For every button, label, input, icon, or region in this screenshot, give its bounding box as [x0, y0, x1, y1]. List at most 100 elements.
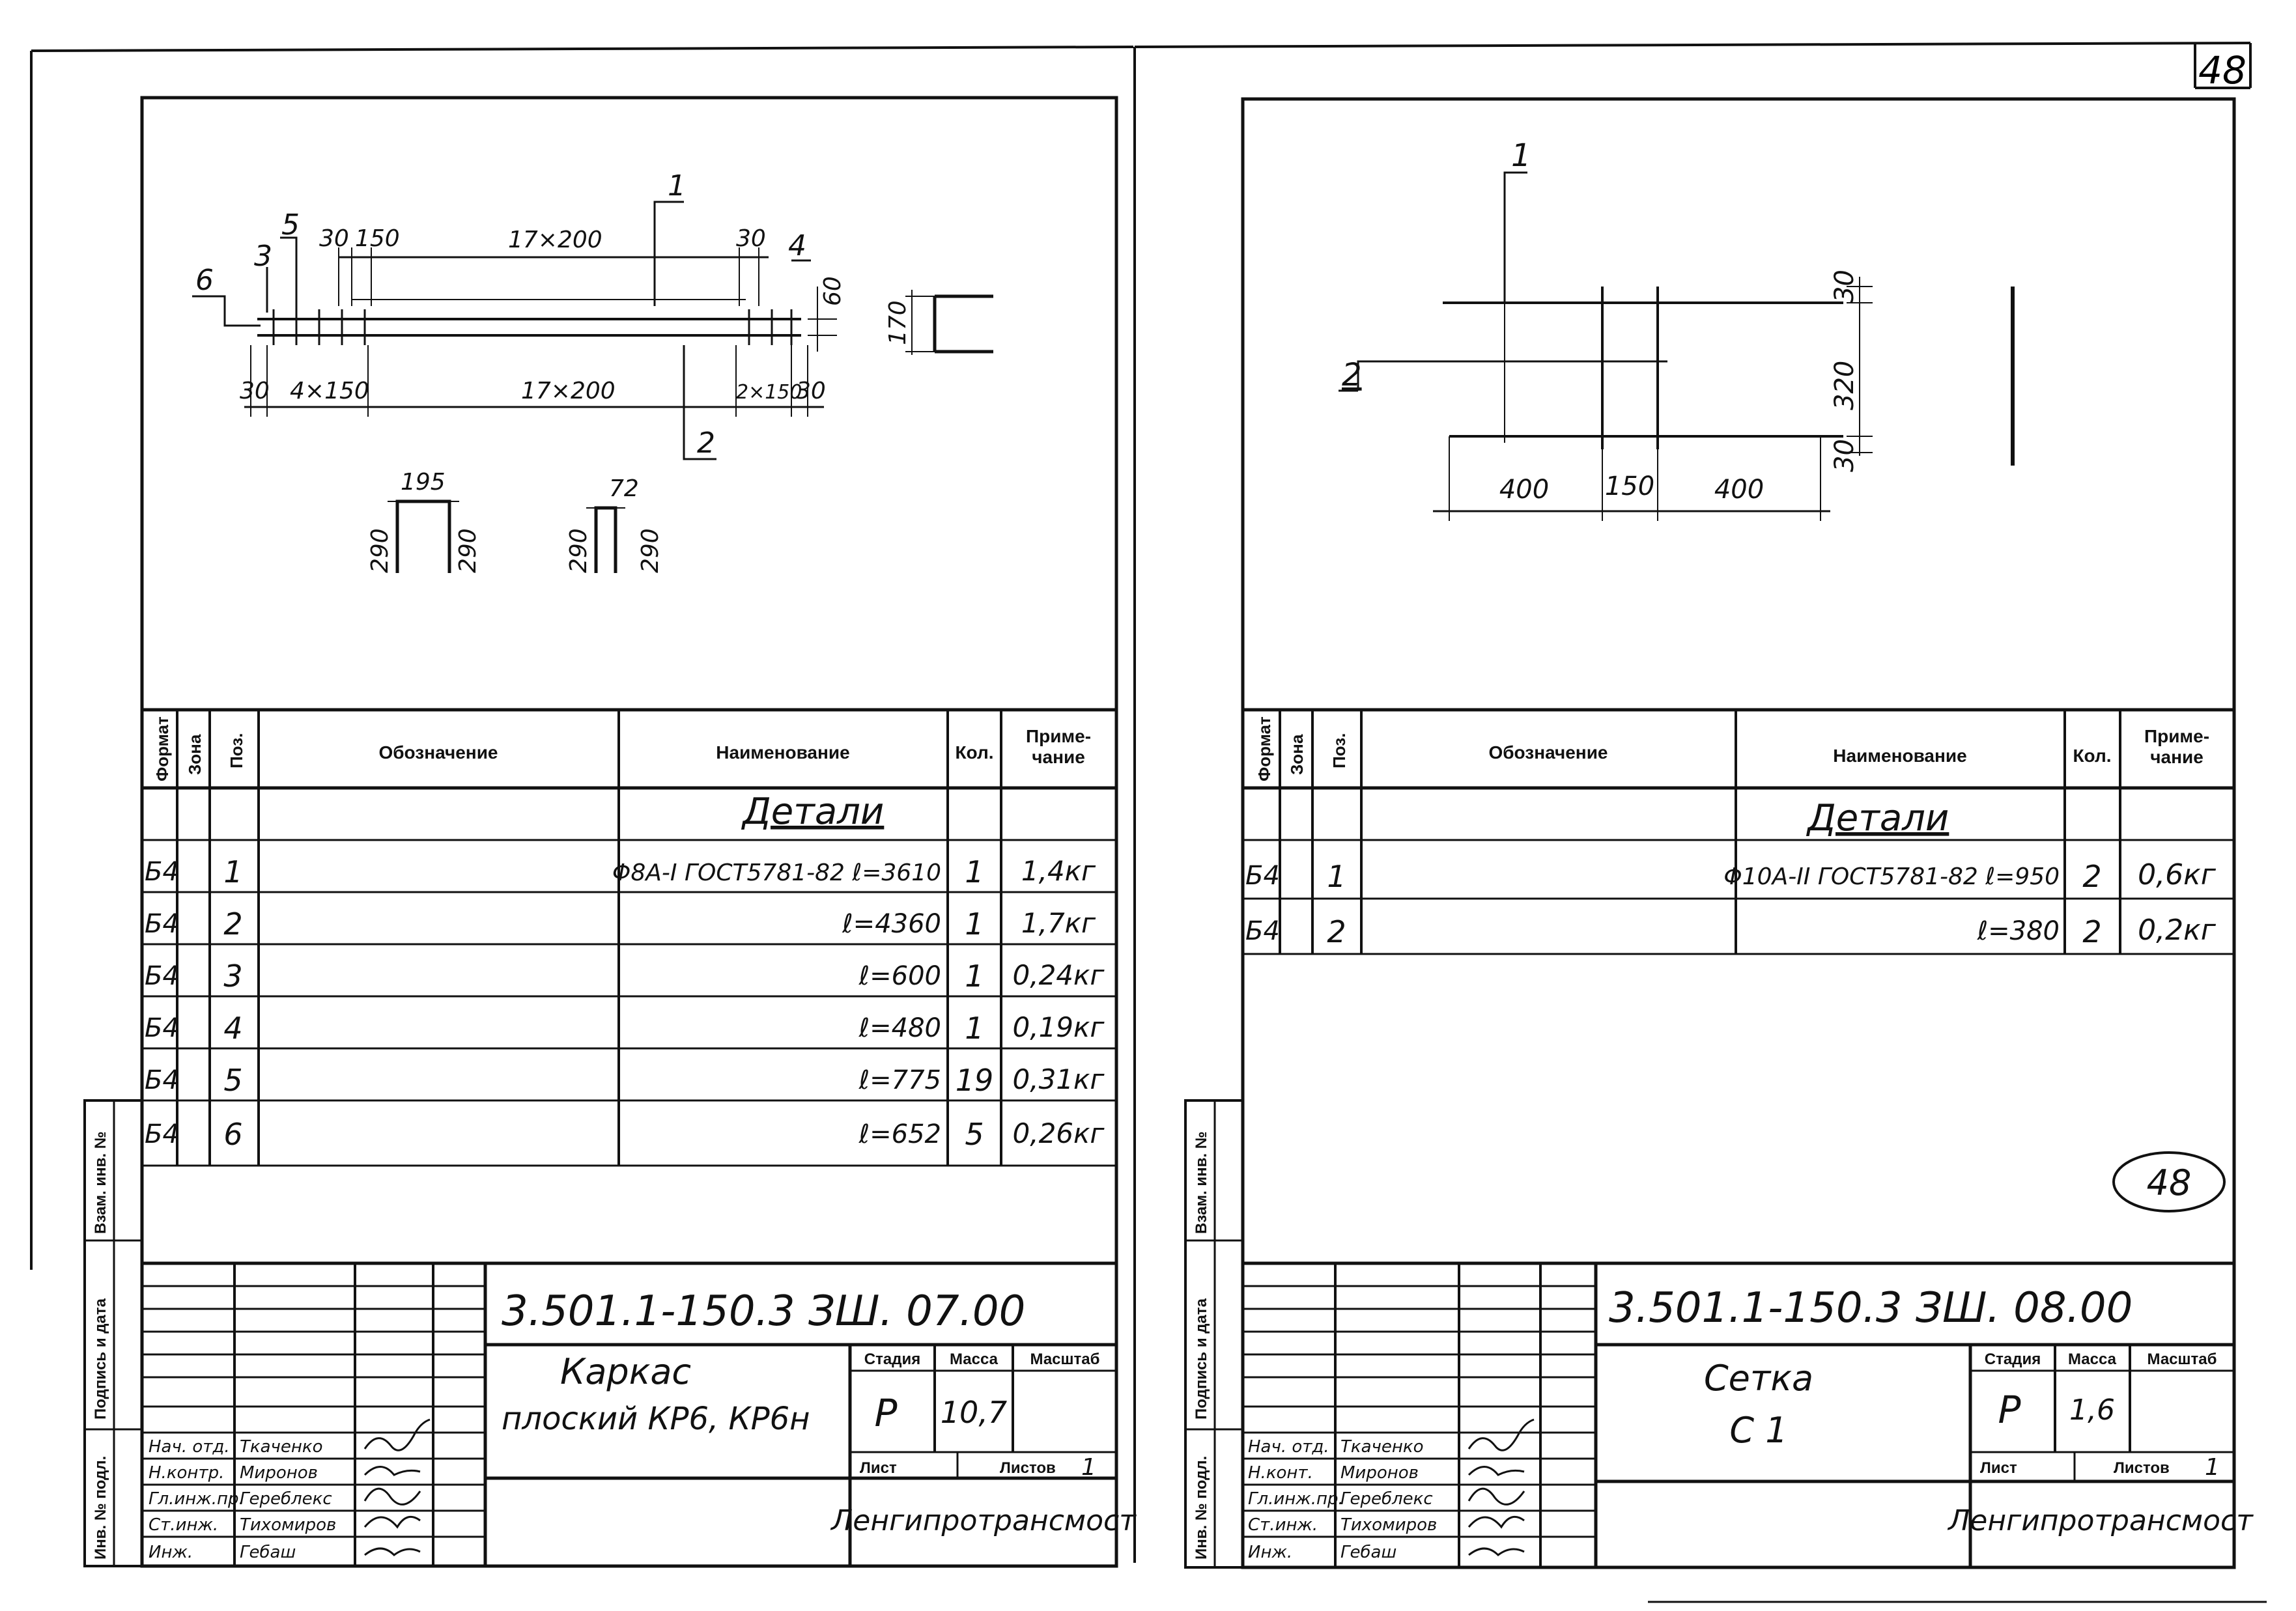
signer-role: Инж. [149, 1543, 193, 1562]
stirrup-b-right: 290 [637, 528, 664, 573]
row-format: Б4 [1245, 861, 1280, 891]
row-qty: 1 [965, 854, 984, 890]
left-pos-1: 1 [668, 169, 686, 203]
signer-role: Нач. отд. [1248, 1437, 1329, 1457]
col-note-1: Приме- [1026, 726, 1091, 746]
right-signers: Нач. отд. Ткаченко Н.конт. Миронов Гл.ин… [1248, 1437, 1437, 1562]
signer-name: Тихомиров [240, 1515, 336, 1535]
signer-role: Ст.инж. [1248, 1515, 1318, 1535]
right-hdim-400b: 400 [1714, 475, 1764, 505]
col-designation: Обозначение [1488, 742, 1608, 763]
right-title-line1: Сетка [1704, 1358, 1813, 1399]
row-name: ℓ=775 [858, 1065, 941, 1095]
left-org: Ленгипротрансмост [830, 1504, 1137, 1537]
right-drawing-labels: 1 2 30 320 30 400 150 400 [1342, 137, 1860, 505]
row-note: 0,31кг [1013, 1063, 1105, 1095]
right-side-strip [1184, 1099, 1244, 1569]
col-zone: Зона [185, 734, 205, 775]
left-top-dim-150: 150 [355, 225, 400, 252]
row-pos: 3 [223, 959, 242, 994]
row-pos: 4 [223, 1011, 242, 1046]
table-row: Б4 3 ℓ=600 1 0,24кг [145, 959, 1105, 994]
col-note-1: Приме- [2144, 726, 2209, 746]
left-signers: Нач. отд. Ткаченко Н.контр. Миронов Гл.и… [149, 1437, 336, 1562]
col-name: Наименование [716, 742, 849, 763]
right-pos-1: 1 [1511, 137, 1531, 174]
right-scale-label: Масштаб [2147, 1351, 2217, 1368]
col-qty: Кол. [955, 742, 993, 763]
right-sheet-label: Лист [1980, 1459, 2017, 1477]
left-side-strip [83, 1099, 143, 1567]
row-format: Б4 [145, 909, 179, 939]
left-sheet: 1 2 3 4 5 6 30 150 17×200 30 30 4×150 17… [83, 96, 1137, 1568]
left-top-dim-17x200: 17×200 [508, 227, 602, 253]
left-mass: 10,7 [941, 1395, 1007, 1430]
row-name: ℓ=600 [858, 961, 941, 991]
left-bot-dim-17x200: 17×200 [521, 378, 616, 404]
row-pos: 6 [223, 1117, 242, 1152]
side-label-inv-orig: Инв. № подл. [1193, 1456, 1210, 1560]
row-format: Б4 [145, 1119, 179, 1149]
left-bot-dim-4x150: 4×150 [290, 378, 369, 404]
left-pos-2: 2 [697, 427, 715, 460]
left-top-dim-30: 30 [319, 225, 349, 252]
left-title-block [142, 1261, 1116, 1566]
row-note: 0,26кг [1013, 1117, 1105, 1149]
left-scale-label: Масштаб [1030, 1351, 1100, 1368]
right-pos-2: 2 [1342, 357, 1362, 393]
row-qty: 2 [2082, 859, 2101, 894]
row-pos: 2 [1327, 914, 1346, 949]
signer-name: Тихомиров [1340, 1515, 1437, 1535]
signer-name: Гебаш [240, 1543, 296, 1562]
left-dim-170: 170 [885, 300, 911, 345]
left-table-header: Формат Зона Поз. Обозначение Наименовани… [152, 716, 1091, 781]
left-doc-code: 3.501.1-150.3 ЗШ. 07.00 [502, 1287, 1025, 1336]
page-trim-lines [30, 42, 2267, 1603]
row-note: 0,2кг [2138, 914, 2217, 947]
page-number: 48 [2198, 48, 2246, 92]
row-format: Б4 [145, 1065, 179, 1095]
right-table-body: Детали Б4 1 Φ10А-II ГОСТ5781-82 ℓ=950 2 … [1245, 797, 2217, 949]
row-format: Б4 [1245, 916, 1280, 946]
left-spec-table [142, 708, 1116, 1167]
row-pos: 5 [223, 1063, 242, 1098]
left-title-line2: плоский КР6, КР6н [502, 1401, 810, 1437]
col-qty: Кол. [2073, 746, 2111, 766]
row-qty: 2 [2082, 914, 2101, 949]
row-qty: 5 [965, 1117, 984, 1152]
row-qty: 1 [965, 1011, 984, 1046]
table-row: Б4 4 ℓ=480 1 0,19кг [145, 1011, 1105, 1046]
left-stage: Р [875, 1391, 898, 1435]
left-pos-5: 5 [281, 208, 300, 242]
row-format: Б4 [145, 961, 179, 991]
right-mass: 1,6 [2069, 1394, 2115, 1427]
row-pos: 1 [1327, 859, 1346, 894]
right-frame [1241, 97, 2236, 1569]
right-section-title: Детали [1806, 797, 1949, 839]
right-title-texts: 3.501.1-150.3 ЗШ. 08.00 Сетка С 1 Стадия… [1248, 1284, 2254, 1562]
left-pos-3: 3 [254, 240, 272, 273]
stirrup-b-left: 290 [565, 528, 592, 573]
left-bot-dim-30b: 30 [796, 378, 826, 404]
right-table-header: Формат Зона Поз. Обозначение Наименовани… [1254, 716, 2209, 781]
col-format: Формат [152, 716, 172, 781]
right-sheets-count: 1 [2205, 1454, 2220, 1481]
right-sheet: 1 2 30 320 30 400 150 400 Формат Зона [1184, 97, 2254, 1569]
signer-name: Миронов [1340, 1463, 1419, 1483]
left-table-body: Детали Б4 1 Φ8А-I ГОСТ5781-82 ℓ=3610 1 1… [145, 791, 1105, 1152]
left-sheets-label: Листов [1000, 1459, 1056, 1477]
row-note: 0,24кг [1013, 959, 1105, 991]
table-row: Б4 2 ℓ=4360 1 1,7кг [145, 906, 1096, 942]
approval-stamp-icon [2112, 1151, 2226, 1212]
signer-role: Н.контр. [149, 1463, 224, 1483]
side-label-inv-exchange: Взам. инв. № [1193, 1132, 1210, 1234]
col-zone: Зона [1287, 734, 1307, 775]
right-hdim-400a: 400 [1499, 475, 1549, 505]
col-pos: Поз. [227, 733, 246, 768]
stirrup-b-width: 72 [609, 475, 639, 502]
right-title-line2: С 1 [1729, 1410, 1787, 1451]
side-label-sign-date: Подпись и дата [1193, 1298, 1210, 1420]
right-signatures [1467, 1418, 1535, 1556]
side-label-inv-orig: Инв. № подл. [92, 1456, 109, 1560]
col-pos: Поз. [1329, 733, 1349, 768]
